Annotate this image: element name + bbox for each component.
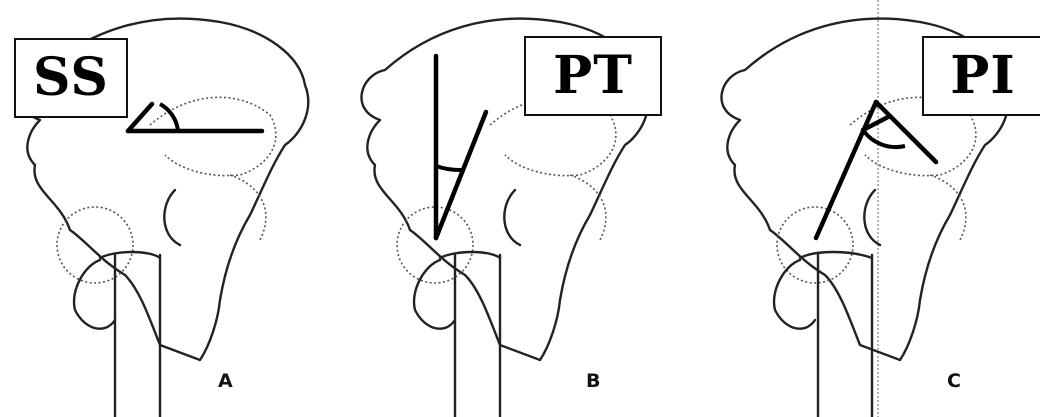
panel-letter-c: C — [947, 370, 961, 392]
sacral-slope-angle-arc — [160, 104, 178, 131]
femur-head-cap — [440, 252, 500, 258]
panel-letter-b: B — [586, 370, 600, 392]
sacral-plateau-line — [128, 104, 152, 131]
sacrum-outline-lower — [570, 175, 606, 240]
pelvic-tilt-angle-arc — [436, 166, 462, 170]
panel-letter-a: A — [218, 370, 233, 392]
femur-shaft — [115, 255, 160, 417]
femur-shaft — [818, 255, 872, 417]
pelvic-incidence-femoral-line — [816, 102, 876, 238]
femur-head-cap — [800, 252, 872, 258]
sacrum-outline-lower — [930, 175, 966, 240]
panel-c: PI C — [700, 0, 1040, 417]
femoral-neck — [774, 260, 815, 329]
sacrum-outline-lower — [230, 175, 266, 240]
tag-pi: PI — [922, 36, 1040, 116]
sciatic-notch — [164, 190, 180, 245]
tag-pt: PT — [524, 36, 662, 116]
femoral-neck — [74, 260, 115, 329]
femur-head-cap — [100, 252, 160, 258]
panel-b: PT B — [340, 0, 680, 417]
pelvic-tilt-sacral-line — [436, 112, 486, 238]
tag-ss: SS — [14, 38, 128, 118]
femur-shaft — [455, 255, 500, 417]
panel-a: SS A — [0, 0, 340, 417]
femoral-neck — [414, 260, 455, 329]
sciatic-notch — [504, 190, 520, 245]
pelvic-incidence-angle-arc — [863, 130, 905, 147]
